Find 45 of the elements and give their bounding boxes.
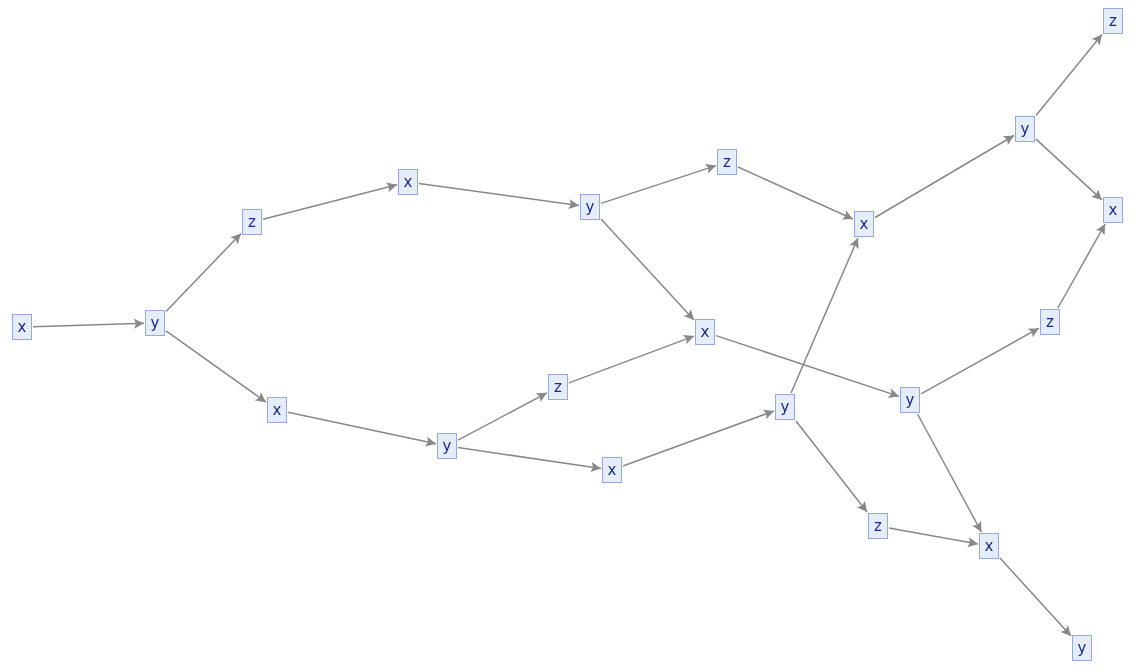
arrow — [418, 182, 580, 210]
arrow — [600, 218, 695, 321]
node-box: y — [580, 194, 600, 220]
node-box: x — [267, 397, 287, 423]
arrow — [32, 318, 145, 329]
node-box: z — [717, 149, 737, 175]
arrow — [600, 164, 717, 205]
node-box: x — [854, 211, 874, 237]
arrow — [790, 237, 859, 394]
arrow — [920, 327, 1040, 395]
arrow — [457, 392, 548, 441]
node-box: x — [12, 314, 32, 340]
arrow — [1035, 138, 1103, 201]
arrow — [874, 134, 1015, 219]
arrow — [165, 330, 267, 403]
node-box: z — [868, 513, 888, 539]
node-box: x — [979, 533, 999, 559]
node-box: y — [775, 394, 795, 420]
node-box: y — [437, 433, 457, 459]
arrow — [916, 413, 983, 533]
node-box: x — [1103, 197, 1123, 223]
node-box: y — [1015, 116, 1035, 142]
arrow — [1035, 33, 1103, 117]
arrow — [737, 166, 854, 220]
arrow — [457, 446, 602, 472]
arrow — [568, 334, 695, 384]
node-box: z — [548, 374, 568, 400]
node-box: x — [695, 319, 715, 345]
arrow — [888, 527, 979, 548]
arrow — [262, 182, 398, 220]
node-box: y — [1072, 635, 1092, 661]
node-box: y — [145, 310, 165, 336]
arrow — [165, 232, 242, 313]
node-box: x — [398, 169, 418, 195]
arrow — [715, 334, 900, 398]
arrow — [287, 411, 437, 447]
node-box: z — [1103, 8, 1123, 34]
node-box: z — [1040, 309, 1060, 335]
arrow — [622, 409, 775, 467]
node-box: x — [602, 457, 622, 483]
node-box: y — [900, 387, 920, 413]
arrow — [1057, 223, 1106, 309]
arrow — [999, 557, 1072, 637]
arrow — [795, 420, 868, 513]
node-box: z — [242, 209, 262, 235]
